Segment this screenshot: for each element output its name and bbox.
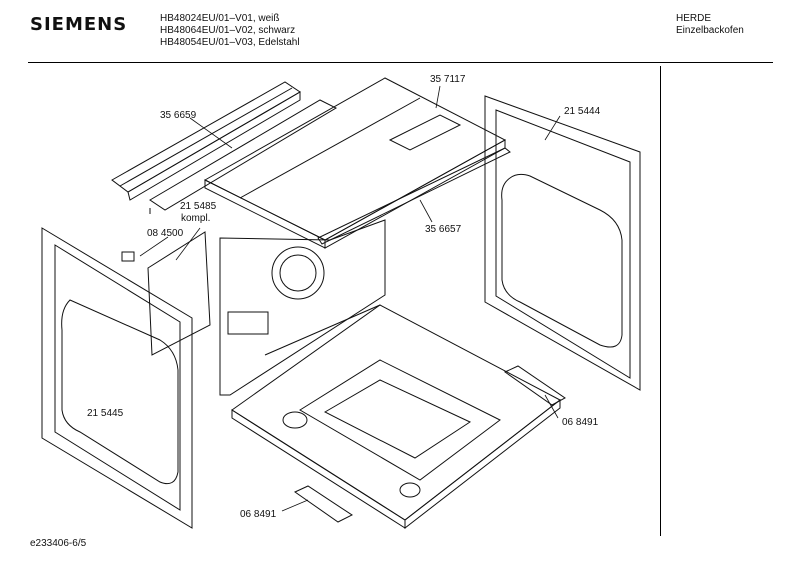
label-356659: 35 6659 <box>160 110 197 121</box>
brand-logo: SIEMENS <box>30 14 128 35</box>
right-side-panel-215444 <box>484 95 641 391</box>
category-line-2: Einzelbackofen <box>676 25 744 36</box>
strip-356657 <box>317 147 511 245</box>
label-215445: 21 5445 <box>87 408 124 419</box>
left-side-panel-215445 <box>41 227 193 529</box>
slide-rail-068491-right <box>504 365 566 406</box>
category-block: HERDE Einzelbackofen <box>676 13 744 37</box>
control-board-215485 <box>147 231 211 356</box>
label-215485: 21 5485 <box>180 201 217 212</box>
model-line-2: HB48064EU/01–V02, schwarz <box>160 25 296 36</box>
label-357117: 35 7117 <box>430 74 466 85</box>
leader-lines <box>139 85 561 512</box>
label-215444: 21 5444 <box>564 106 601 117</box>
model-line-3: HB48054EU/01–V03, Edelstahl <box>160 37 300 48</box>
label-kompl: kompl. <box>181 213 210 224</box>
side-divider <box>660 66 661 536</box>
model-line-1: HB48024EU/01–V01, weiß <box>160 13 280 24</box>
top-cover-357117 <box>203 77 507 249</box>
drawing-id: e233406-6/5 <box>30 538 87 549</box>
slide-rail-068491-bottom <box>293 485 353 523</box>
label-068491-bottom: 06 8491 <box>240 509 277 520</box>
back-wall <box>219 219 386 396</box>
rail-bracket-356659 <box>111 81 338 214</box>
clip-084500 <box>121 251 135 262</box>
label-084500: 08 4500 <box>147 228 184 239</box>
label-356657: 35 6657 <box>425 224 462 235</box>
label-068491-right: 06 8491 <box>562 417 599 428</box>
category-line-1: HERDE <box>676 13 712 24</box>
header-divider <box>28 62 773 63</box>
model-list: HB48024EU/01–V01, weiß HB48064EU/01–V02,… <box>160 13 300 49</box>
oven-floor <box>231 304 561 530</box>
